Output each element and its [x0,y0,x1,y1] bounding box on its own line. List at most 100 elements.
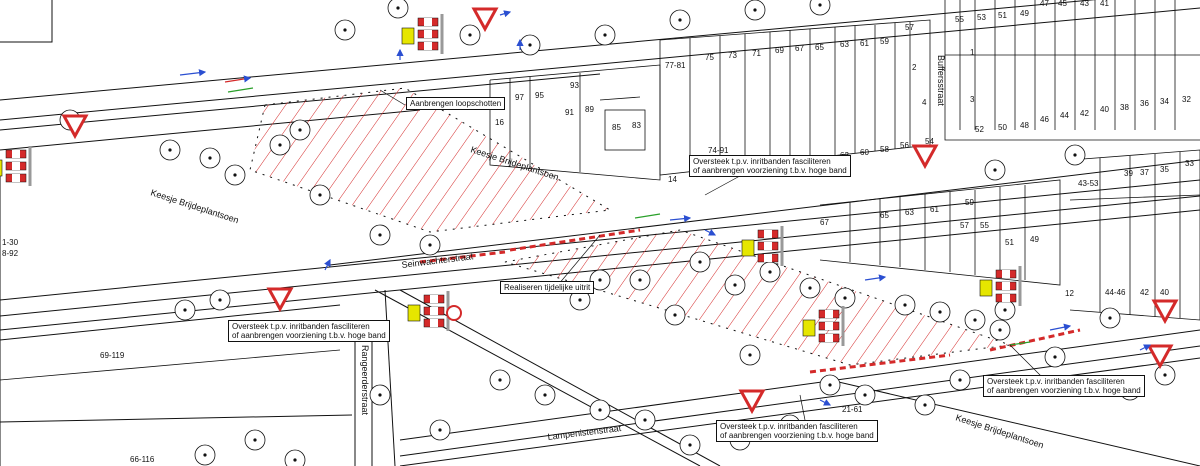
tree-symbol [224,164,246,186]
house-number-label: 48 [1020,121,1029,130]
tree-symbol [419,234,441,256]
house-number-label: 75 [705,53,714,62]
house-number-label: 32 [1182,95,1191,104]
house-number-label: 16 [495,118,504,127]
house-number-label: 93 [570,81,579,90]
annotation-tijdelijke-uitrit-text: Realiseren tijdelijke uitrit [504,283,591,292]
road-barriers [419,228,1081,374]
tree-symbol [334,19,356,41]
tree-symbol [429,419,451,441]
tree-symbol [159,139,181,161]
annotation-oversteek-line1: Oversteek t.p.v. inritbanden fascilitere… [693,157,831,166]
annotation-oversteek-line1: Oversteek t.p.v. inritbanden fascilitere… [720,422,858,431]
house-number-label: 55 [980,221,989,230]
tree-symbol [894,294,916,316]
house-number-label: 45 [1058,0,1067,8]
house-number-label: 1 [970,48,975,57]
house-number-label: 50 [998,123,1007,132]
annotation-oversteek-left: Oversteek t.p.v. inritbanden fascilitere… [228,320,390,342]
house-number-label: 21-61 [842,405,863,414]
annotation-oversteek-line2: of aanbrengen voorziening t.b.v. hoge ba… [720,431,874,440]
tree-symbol [799,277,821,299]
house-number-label: 52 [975,125,984,134]
house-number-label: 89 [585,105,594,114]
street-buffersstraat: Buffersstraat [936,55,946,106]
tree-symbol [594,24,616,46]
house-number-label: 60 [860,148,869,157]
tree-symbol [809,0,831,16]
tree-symbol [289,119,311,141]
house-number-label: 83 [632,121,641,130]
house-number-label: 65 [880,211,889,220]
house-number-label: 61 [930,205,939,214]
annotation-oversteek-top: Oversteek t.p.v. inritbanden fascilitere… [689,155,851,177]
traffic-barrier-icon [401,14,444,54]
tree-symbol [929,301,951,323]
tree-symbol [669,9,691,31]
house-number-label: 67 [820,218,829,227]
tree-symbol [679,434,701,456]
yield-signs [61,7,1179,415]
yield-sign-icon [61,114,89,140]
traffic-barrier-icon [0,146,32,186]
house-number-label: 35 [1160,165,1169,174]
house-number-label: 12 [1065,289,1074,298]
trees [59,0,1176,466]
house-number-label: 97 [515,93,524,102]
house-number-label: 39 [1124,169,1133,178]
tree-symbol [589,269,611,291]
house-number-label: 44 [1060,111,1069,120]
tree-symbol [989,319,1011,341]
house-number-label: 3 [970,95,975,104]
annotation-oversteek-line1: Oversteek t.p.v. inritbanden fascilitere… [987,377,1125,386]
barrier-units [0,14,1022,346]
tree-symbol [914,394,936,416]
street-keesje-bottom: Keesje Brijdeplantsoen [954,412,1045,450]
tree-symbol [489,369,511,391]
tree-symbol [634,409,656,431]
tree-symbol [534,384,556,406]
annotation-tijdelijke-uitrit: Realiseren tijdelijke uitrit [500,281,595,294]
house-number-label: 66-116 [130,455,155,464]
house-number-label: 85 [612,123,621,132]
house-number-label: 61 [860,39,869,48]
yield-sign-icon [738,389,766,415]
house-number-label: 46 [1040,115,1049,124]
house-number-label: 8-92 [2,249,19,258]
tree-symbol [739,344,761,366]
tree-symbol [1154,364,1176,386]
traffic-barrier-icon [802,306,845,346]
yield-sign-icon [1151,299,1179,325]
house-number-label: 77-81 [665,61,686,70]
house-number-label: 53 [977,13,986,22]
house-number-label: 58 [880,145,889,154]
tree-symbol [244,429,266,451]
house-number-label: 49 [1030,235,1039,244]
tree-symbol [854,384,876,406]
house-number-label: 63 [905,208,914,217]
tree-symbol [759,261,781,283]
annotation-oversteek-line1: Oversteek t.p.v. inritbanden fascilitere… [232,322,370,331]
annotation-oversteek-bottom: Oversteek t.p.v. inritbanden fascilitere… [716,420,878,442]
house-number-label: 43 [1080,0,1089,8]
tree-symbol [199,147,221,169]
yield-sign-icon [1146,344,1174,370]
house-number-label: 38 [1120,103,1129,112]
house-number-label: 65 [815,43,824,52]
house-number-label: 4 [922,98,927,107]
house-number-label: 33 [1185,159,1194,168]
house-number-label: 55 [955,15,964,24]
house-number-label: 54 [925,137,934,146]
tree-symbol [459,24,481,46]
tree-symbol [664,304,686,326]
house-number-label: 69 [775,46,784,55]
house-number-label: 43-53 [1078,179,1099,188]
yield-sign-icon [471,7,499,33]
yield-sign-icon [266,287,294,313]
street-keesje-left: Keesje Brijdeplantsoen [149,187,240,225]
house-number-label: 51 [1005,238,1014,247]
tree-symbol [209,289,231,311]
tree-symbol [369,384,391,406]
